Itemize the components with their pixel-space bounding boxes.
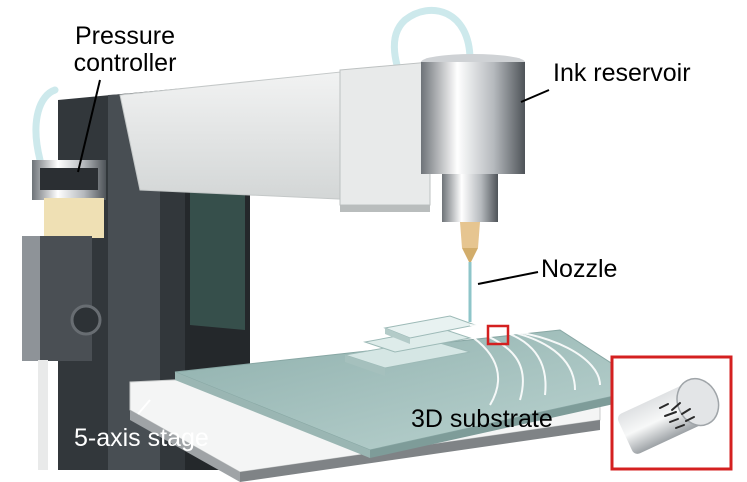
stage-label: 5-axis stage [74,424,209,452]
pressure-controller-label: Pressure controller [60,23,190,77]
ink-reservoir-label: Ink reservoir [553,59,691,87]
gantry-arm [119,61,431,212]
nozzle-label: Nozzle [541,255,618,283]
pressure-controller-icon [22,160,106,470]
nozzle-icon [460,222,480,322]
leader-lines [77,79,550,415]
printed-filaments [467,324,601,406]
substrate-label: 3D substrate [411,405,553,433]
glass-substrate [174,329,652,458]
highlight-box [486,324,510,346]
ink-reservoir-icon [421,54,525,222]
pressure-controller-label-line1: Pressure [74,22,176,50]
inset-magnified-nozzle-icon [610,355,733,471]
stepped-substrate [344,315,477,376]
pressure-controller-label-line2: controller [73,49,177,77]
